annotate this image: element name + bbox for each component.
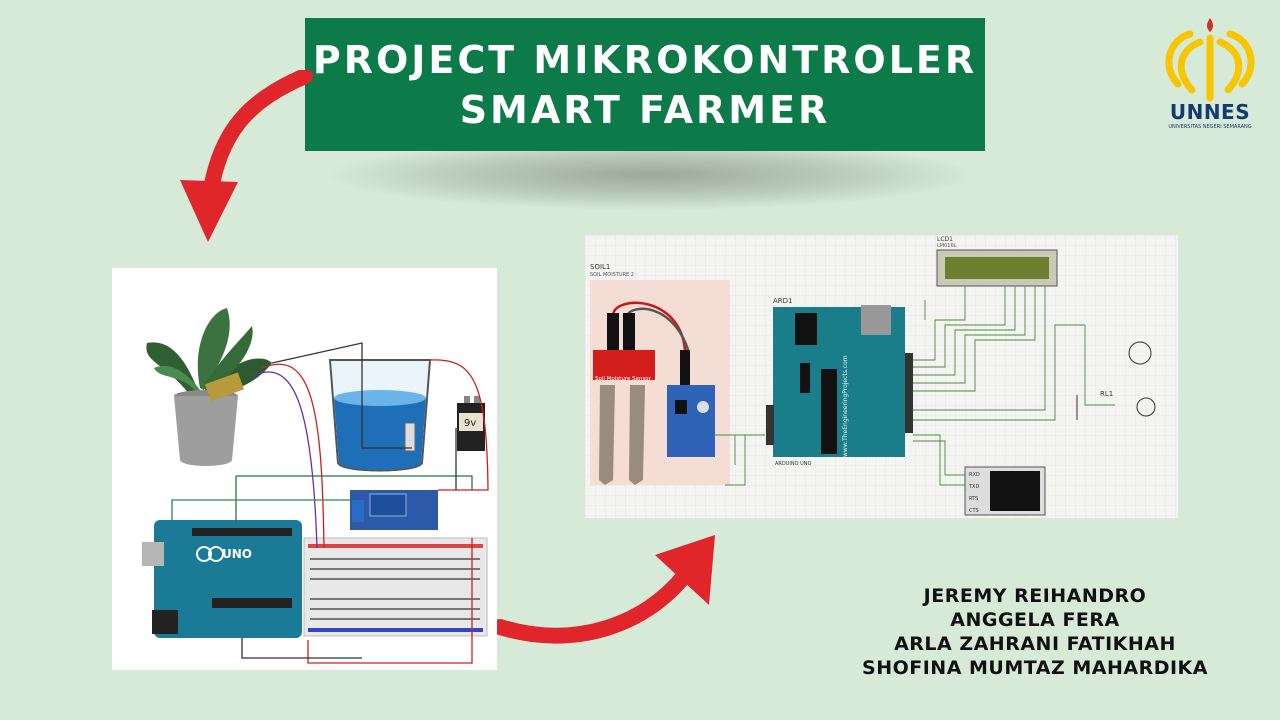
battery-label: 9v [464, 418, 476, 429]
terminal-rxd: RXD [969, 472, 980, 478]
virtual-terminal-icon: RXD TXD RTS CTS [964, 466, 1046, 516]
board-label: UNO [222, 547, 252, 561]
lcd-ref: LCD1 [937, 236, 953, 243]
arrow-bottom-icon [495, 535, 715, 644]
soil-model: SOIL MOISTURE 2 [590, 272, 634, 278]
arrow-left-icon [180, 70, 313, 242]
soil-sensor-label: Soil Moisture Sensor [595, 376, 652, 382]
author-2: ANGGELA FERA [950, 609, 1120, 631]
water-tank-icon [328, 359, 432, 472]
author-4: SHOFINA MUMTAZ MAHARDIKA [862, 657, 1208, 679]
terminal-cts: CTS [969, 508, 979, 514]
author-3: ARLA ZAHRANI FATIKHAH [894, 633, 1176, 655]
relay-ref: RL1 [1100, 390, 1113, 398]
unnes-logo-icon [1165, 18, 1255, 102]
arduino-site: www.TheEngineeringProjects.com [842, 355, 849, 457]
terminal-txd: TXD [968, 484, 979, 490]
title-line-1: PROJECT MIKROKONTROLER [312, 37, 978, 82]
logo-name: UNNES [1169, 100, 1251, 124]
battery-icon: 9v [457, 396, 485, 451]
lcd-icon [936, 249, 1058, 287]
author-list: JEREMY REIHANDRO ANGGELA FERA ARLA ZAHRA… [860, 584, 1210, 680]
relay-icon [1076, 341, 1156, 420]
lcd-model: LM016L [937, 243, 957, 249]
arduino-schematic-icon: www.TheEngineeringProjects.com [766, 305, 913, 457]
title-line-2: SMART FARMER [459, 87, 831, 132]
title-shadow [330, 140, 970, 210]
relay-module-icon [350, 490, 438, 530]
breadboard-icon [303, 537, 488, 637]
author-1: JEREMY REIHANDRO [923, 585, 1147, 607]
arduino-board-icon: UNO [142, 520, 302, 638]
soil-ref: SOIL1 [590, 263, 610, 271]
logo-subtitle: UNIVERSITAS NEGERI SEMARANG [1168, 124, 1252, 130]
circuit-schematic: SOIL1 SOIL MOISTURE 2 Soil Moisture Sens… [585, 235, 1178, 518]
terminal-rts: RTS [969, 496, 978, 502]
plant-icon [146, 308, 272, 466]
title-banner: PROJECT MIKROKONTROLER SMART FARMER [305, 18, 985, 151]
soil-sensor-icon: Soil Moisture Sensor [593, 301, 715, 485]
wiring-diagram: 9v UNO [112, 268, 497, 670]
arduino-ref: ARD1 [773, 297, 793, 305]
arduino-model: ARDUINO UNO [775, 461, 812, 467]
